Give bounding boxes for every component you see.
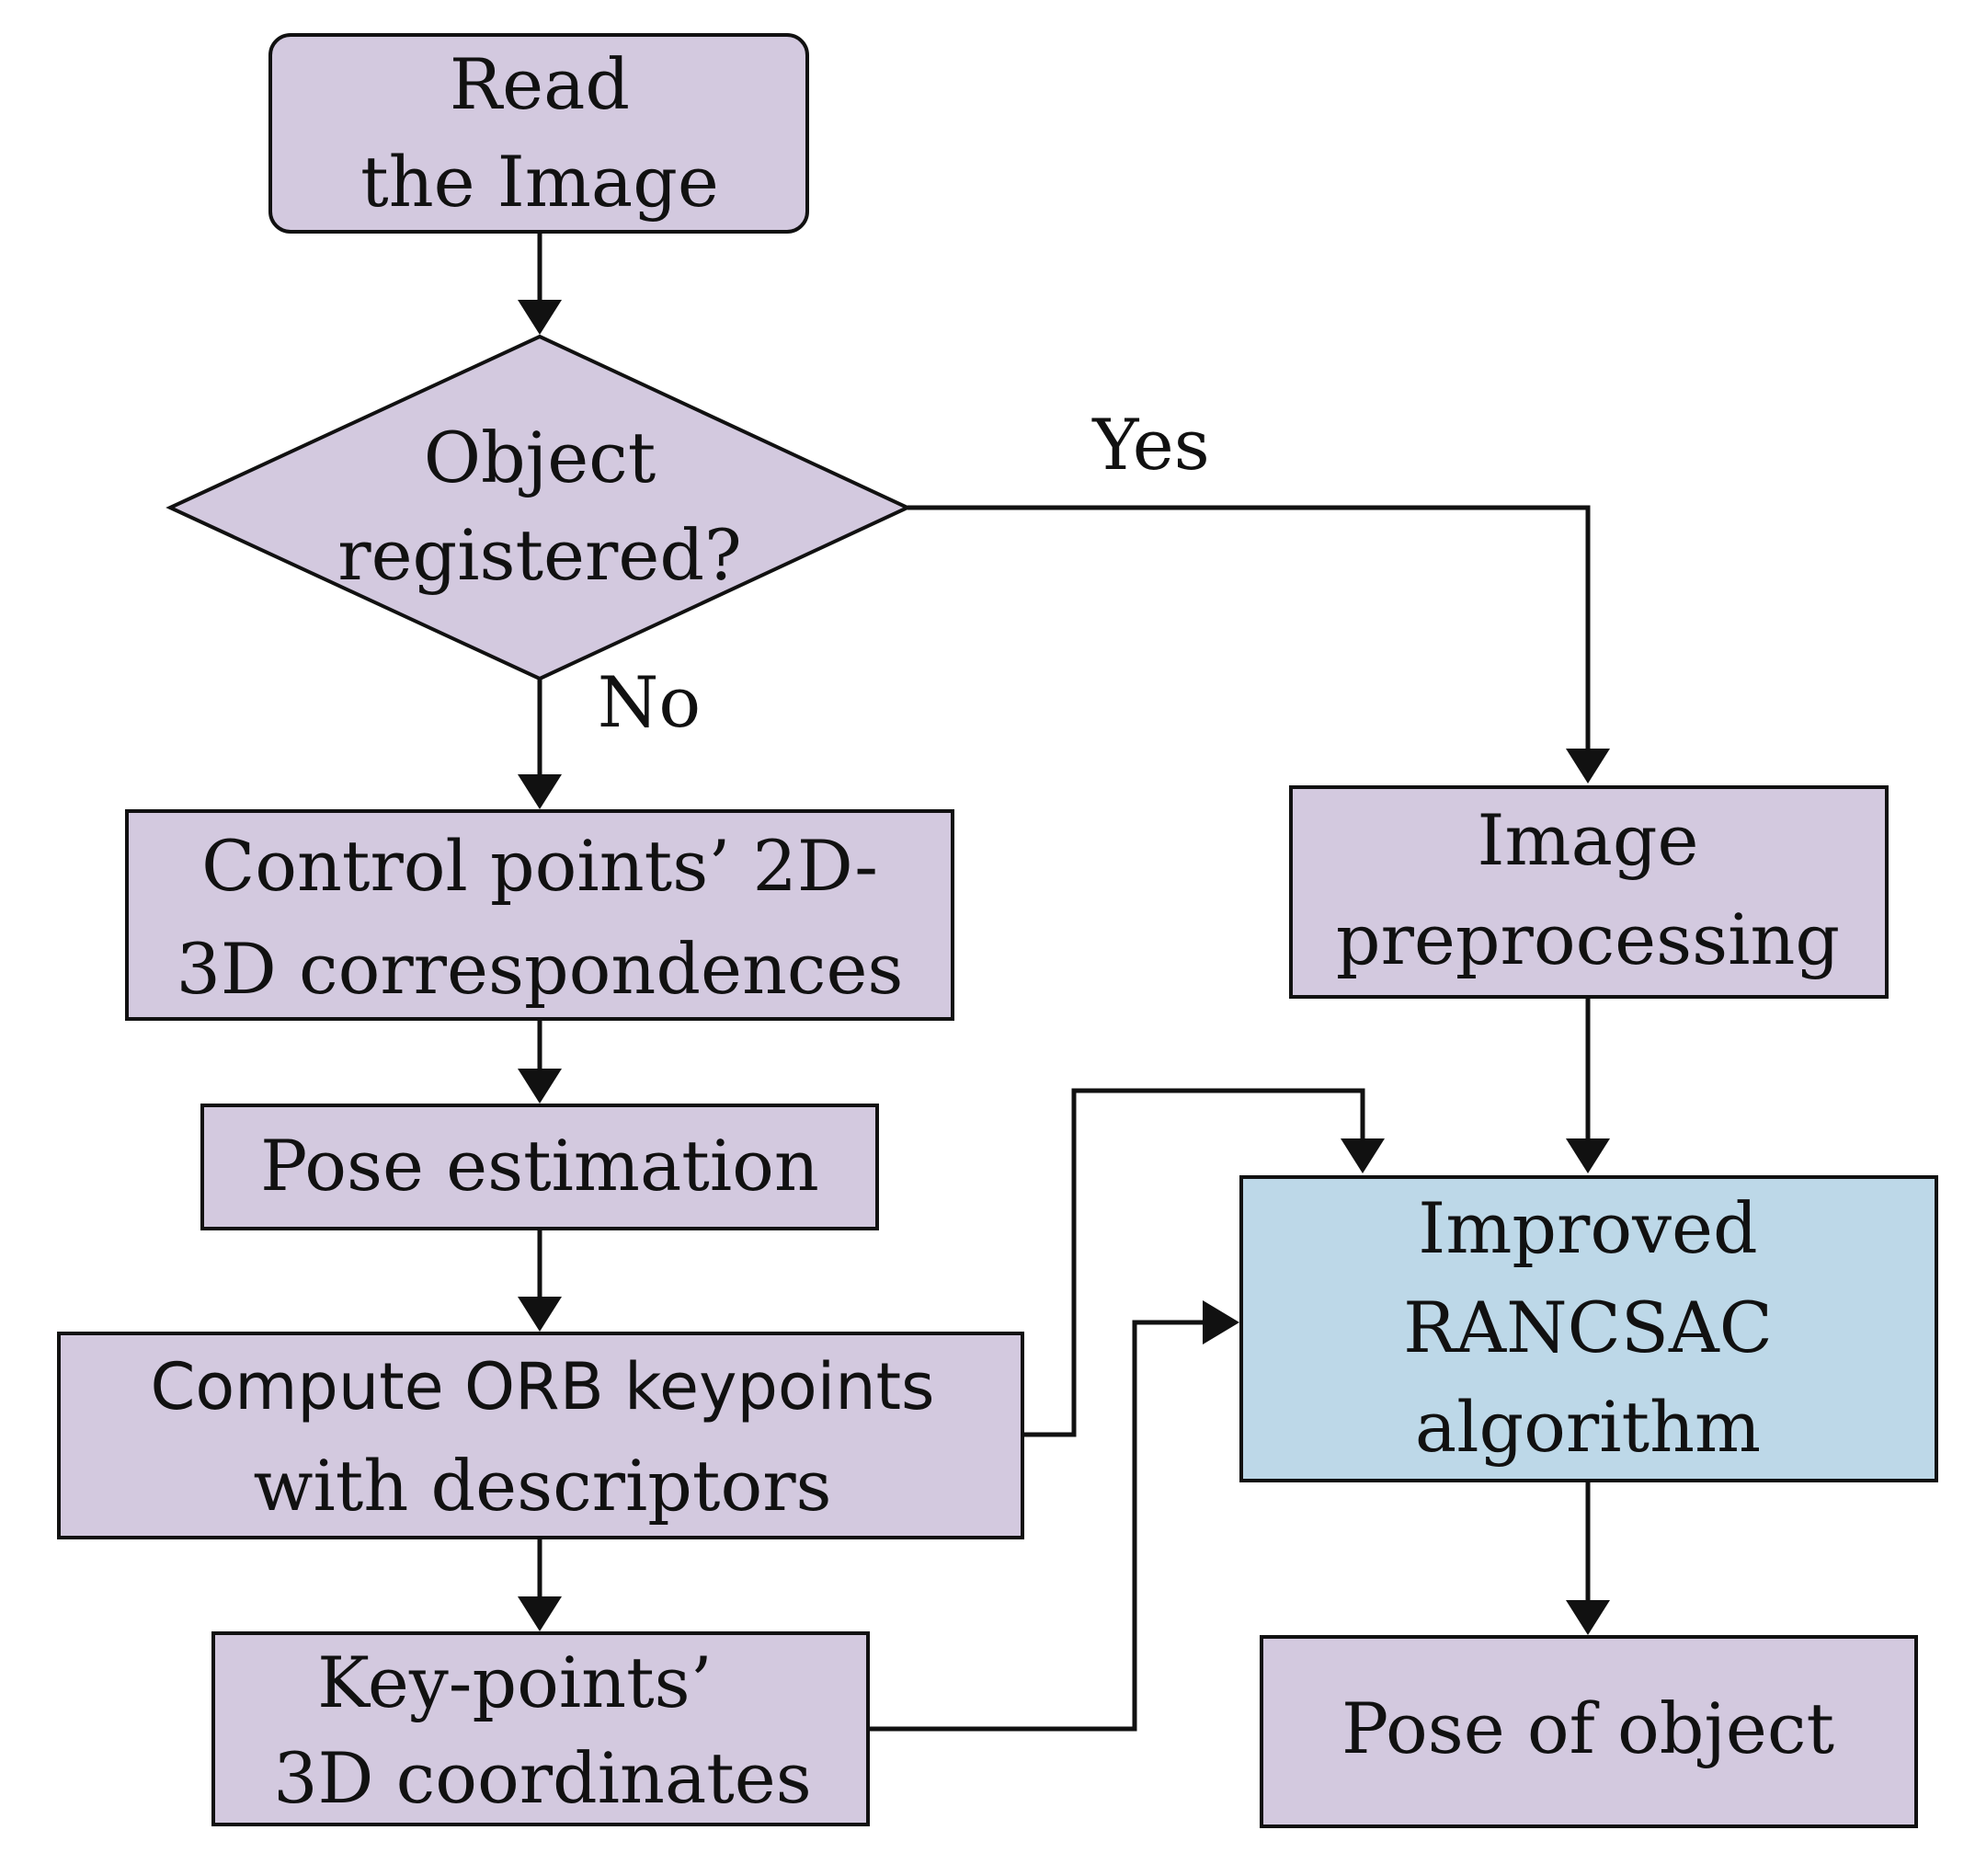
edge-label-yes: Yes (1091, 404, 1210, 486)
improved-ransac-label-line3: algorithm (1415, 1386, 1761, 1468)
control-points-label-line2: 3D correspondences (177, 928, 904, 1010)
control-points-box (125, 809, 954, 1021)
improved-ransac-label-line2: RANCSAC (1403, 1287, 1773, 1368)
pose-of-object-label: Pose of object (1341, 1687, 1834, 1769)
edge-orb-to-ransac (1022, 1088, 1365, 1437)
compute-orb-box (57, 1332, 1024, 1539)
keypoints-3d-box (211, 1631, 870, 1826)
arrowhead-icon (518, 1297, 562, 1332)
arrowhead-icon (1203, 1300, 1239, 1344)
compute-orb-label-line1: Compute ORB keypoints (151, 1349, 935, 1424)
pose-of-object-box (1260, 1635, 1918, 1828)
pose-estimation-box (200, 1104, 879, 1230)
object-registered-diamond (166, 334, 912, 681)
object-registered-label-line1: Object (424, 417, 656, 498)
keypoints-3d-label-line1: Key-points’ (317, 1642, 713, 1723)
read-image-label-line1: Read (450, 43, 630, 125)
arrowhead-icon (518, 1596, 562, 1631)
arrowhead-icon (518, 300, 562, 335)
arrowhead-icon (1341, 1138, 1385, 1173)
image-preprocessing-label-line2: preprocessing (1336, 898, 1840, 980)
arrowhead-icon (1566, 749, 1610, 784)
improved-ransac-label-line1: Improved (1418, 1187, 1757, 1269)
compute-orb-label-line2: with descriptors (253, 1445, 831, 1527)
edge-decision-yes (908, 505, 1591, 752)
arrowhead-icon (518, 1069, 562, 1104)
image-preprocessing-label-line1: Image (1477, 799, 1698, 881)
object-registered-label-line2: registered? (337, 514, 742, 596)
pose-estimation-label: Pose estimation (260, 1125, 819, 1207)
edge-label-no: No (598, 661, 701, 743)
read-image-label-line2: the Image (360, 141, 719, 223)
arrowhead-icon (1566, 1600, 1610, 1635)
edge-keypoints-to-ransac (868, 1320, 1206, 1732)
arrowhead-icon (1566, 1138, 1610, 1173)
arrowhead-icon (518, 774, 562, 809)
control-points-label-line1: Control points’ 2D- (201, 825, 878, 907)
keypoints-3d-label-line2: 3D coordinates (273, 1737, 812, 1819)
